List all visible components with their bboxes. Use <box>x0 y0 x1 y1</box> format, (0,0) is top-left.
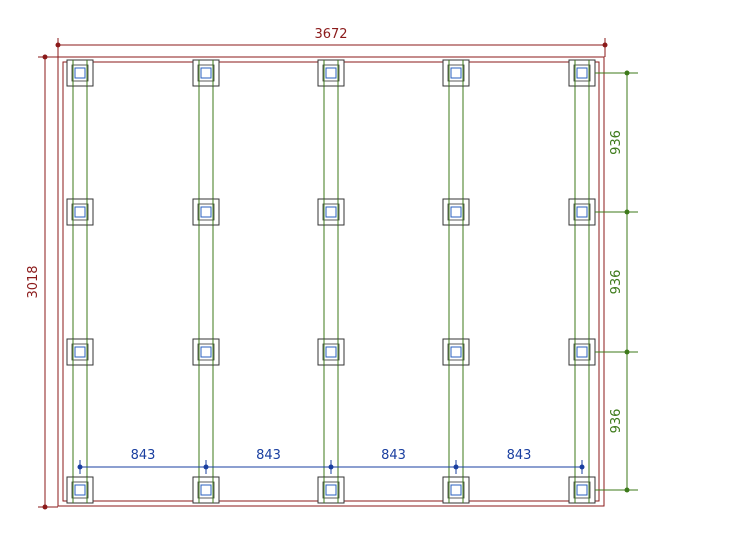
column-spacing-label: 843 <box>507 448 532 463</box>
outer-frame <box>57 56 605 507</box>
joist-4 <box>448 62 464 501</box>
joist-5 <box>574 62 590 501</box>
post <box>568 338 596 366</box>
row-spacing-label: 936 <box>609 130 624 155</box>
row-spacing-label: 936 <box>609 270 624 295</box>
post <box>192 198 220 226</box>
post <box>317 198 345 226</box>
deck-outline <box>57 56 605 507</box>
post <box>66 59 94 87</box>
column-spacing-label: 843 <box>131 448 156 463</box>
post <box>442 338 470 366</box>
joist-3 <box>323 62 339 501</box>
post <box>317 338 345 366</box>
row-spacing-label: 936 <box>609 409 624 434</box>
overall-height-dimension: 3018 <box>26 54 58 510</box>
overall-width-label: 3672 <box>314 27 347 42</box>
post <box>66 198 94 226</box>
post <box>442 198 470 226</box>
post <box>317 59 345 87</box>
inner-frame <box>62 61 600 502</box>
row-spacing-dimensions: 936 936 936 <box>595 70 638 493</box>
posts <box>66 59 596 504</box>
overall-width-dimension: 3672 <box>55 27 608 57</box>
post <box>192 338 220 366</box>
joist-1 <box>72 62 88 501</box>
post <box>568 476 596 504</box>
post <box>568 59 596 87</box>
post <box>192 59 220 87</box>
column-spacing-label: 843 <box>256 448 281 463</box>
post <box>192 476 220 504</box>
post <box>66 476 94 504</box>
overall-height-label: 3018 <box>26 265 41 298</box>
post <box>442 59 470 87</box>
column-spacing-label: 843 <box>381 448 406 463</box>
post <box>442 476 470 504</box>
column-spacing-dimensions: 843 843 843 843 <box>77 448 585 474</box>
joists <box>72 62 590 501</box>
post <box>66 338 94 366</box>
post <box>317 476 345 504</box>
joist-2 <box>198 62 214 501</box>
post <box>568 198 596 226</box>
